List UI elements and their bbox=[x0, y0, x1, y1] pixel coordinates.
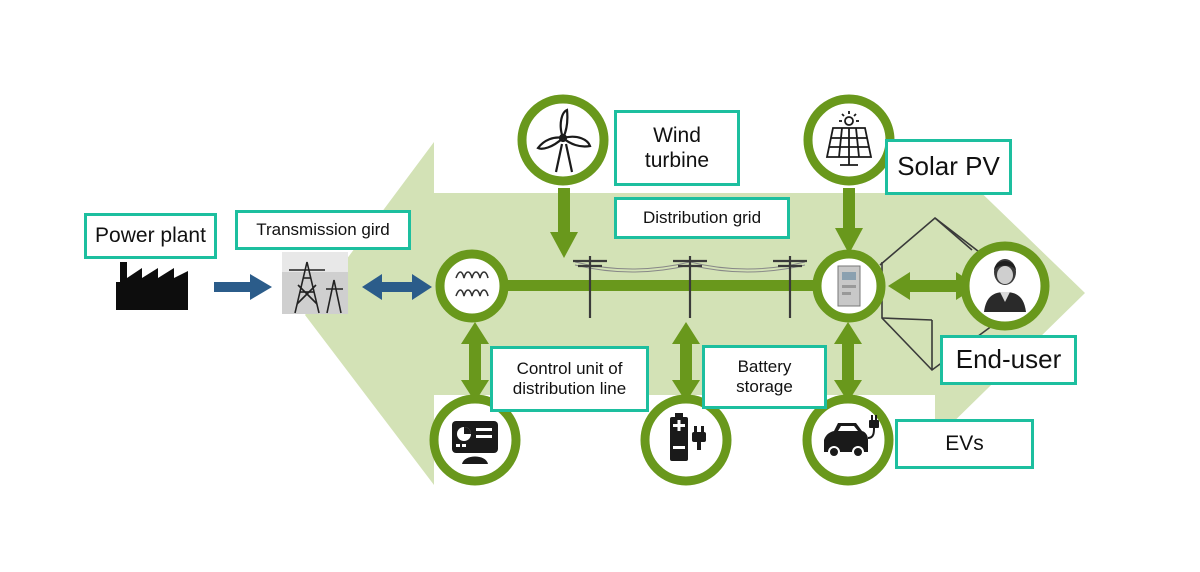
power-plant-label: Power plant bbox=[84, 213, 217, 259]
plant-to-transmission-arrow bbox=[214, 274, 272, 300]
ev-bidirectional-arrow bbox=[834, 322, 862, 402]
transmission-grid-label: Transmission gird bbox=[235, 210, 411, 250]
utility-pole bbox=[773, 256, 807, 318]
utility-pole bbox=[673, 256, 707, 318]
battery-icon bbox=[670, 413, 706, 461]
wind-to-grid-arrow bbox=[550, 188, 578, 258]
utility-pole bbox=[573, 256, 607, 318]
battery-node bbox=[640, 394, 732, 486]
background-double-arrow bbox=[305, 142, 1085, 485]
user-icon bbox=[984, 259, 1026, 312]
wind-turbine-icon bbox=[536, 108, 592, 173]
wind-turbine-label: Wind turbine bbox=[614, 110, 740, 186]
solar-panel-icon bbox=[825, 111, 873, 166]
end-user-label: End-user bbox=[940, 335, 1077, 385]
solar-pv-label: Solar PV bbox=[885, 139, 1012, 195]
control-unit-node bbox=[429, 394, 521, 486]
control-panel-icon bbox=[452, 421, 498, 464]
distribution-coil-node bbox=[435, 249, 509, 323]
distribution-line bbox=[505, 280, 823, 291]
smart-meter-node bbox=[812, 249, 886, 323]
wind-turbine-node bbox=[517, 94, 609, 186]
battery-bidirectional-arrow bbox=[672, 322, 700, 402]
ev-node bbox=[802, 394, 894, 486]
solar-to-meter-arrow bbox=[835, 188, 863, 254]
control-unit-bidirectional-arrow bbox=[461, 322, 489, 402]
plug-icon bbox=[692, 426, 706, 450]
distribution-grid-label: Distribution grid bbox=[614, 197, 790, 239]
distribution-wires bbox=[574, 261, 806, 273]
control-unit-label: Control unit of distribution line bbox=[490, 346, 649, 412]
factory-icon bbox=[116, 262, 188, 310]
transmission-distribution-bidirectional-arrow bbox=[362, 274, 432, 300]
end-user-node bbox=[960, 241, 1050, 331]
solar-panel-node bbox=[803, 94, 895, 186]
battery-storage-label: Battery storage bbox=[702, 345, 827, 409]
evs-label: EVs bbox=[895, 419, 1034, 469]
electric-car-icon bbox=[824, 415, 879, 458]
transmission-tower-icon bbox=[282, 252, 348, 314]
